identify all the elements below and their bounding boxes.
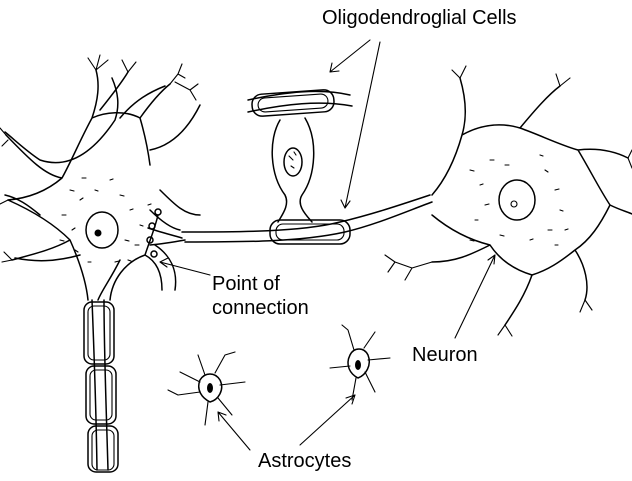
label-connection: connection xyxy=(212,297,309,319)
leader-lines xyxy=(159,39,496,451)
right-neuron-speckles xyxy=(469,154,569,246)
right-neuron-dendrites xyxy=(384,65,632,337)
right-neuron xyxy=(384,65,632,337)
label-neuron: Neuron xyxy=(412,344,478,366)
left-neuron-nucleus xyxy=(85,211,119,249)
left-axon-myelin-sheath xyxy=(83,301,119,473)
right-neuron-nucleus xyxy=(498,179,536,221)
astrocyte-left xyxy=(167,351,246,426)
left-neuron-dendrites-top xyxy=(87,54,199,101)
left-neuron-dendrites-left xyxy=(0,127,13,263)
connecting-axon xyxy=(181,194,433,243)
synapse-terminals xyxy=(146,208,186,258)
left-neuron-outline xyxy=(5,69,171,301)
left-neuron-body xyxy=(4,77,201,301)
label-oligodendroglial-cells: Oligodendroglial Cells xyxy=(322,7,517,29)
left-neuron xyxy=(0,54,201,473)
label-point-of: Point of xyxy=(212,273,280,295)
left-neuron-axon xyxy=(91,299,109,471)
oligodendroglial-cell xyxy=(247,89,353,245)
astrocyte-right xyxy=(329,324,391,401)
right-neuron-outline xyxy=(431,77,632,326)
left-neuron-speckles xyxy=(59,177,152,263)
label-astrocytes: Astrocytes xyxy=(258,450,351,472)
left-neuron-nucleolus xyxy=(94,229,102,237)
